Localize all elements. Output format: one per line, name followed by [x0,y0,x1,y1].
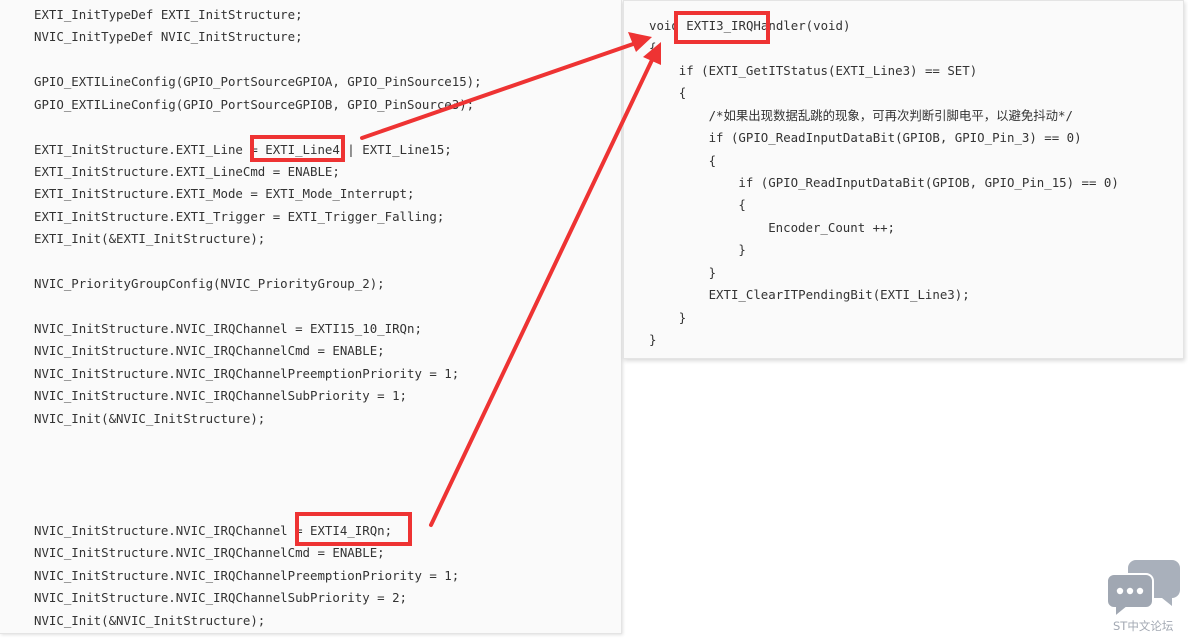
code-line: EXTI_Init(&EXTI_InitStructure); [34,231,266,247]
code-line: NVIC_InitStructure.NVIC_IRQChannel = EXT… [34,522,393,538]
code-line: if (GPIO_ReadInputDataBit(GPIOB, GPIO_Pi… [708,130,1082,146]
code-line: if (EXTI_GetITStatus(EXTI_Line3) == SET) [678,62,978,78]
chat-bubble-logo-icon [1106,556,1182,636]
code-line: Encoder_Count ++; [768,219,896,235]
code-line: /*如果出现数据乱跳的现象，可再次判断引脚电平，以避免抖动*/ [708,107,1073,123]
code-line: } [649,332,657,348]
code-line: NVIC_Init(&NVIC_InitStructure); [34,612,266,628]
code-line: GPIO_EXTILineConfig(GPIO_PortSourceGPIOB… [34,96,475,112]
code-line: GPIO_EXTILineConfig(GPIO_PortSourceGPIOA… [34,74,482,90]
code-line: { [649,40,657,56]
highlight-exti-line4 [250,135,345,162]
code-line: NVIC_InitStructure.NVIC_IRQChannelCmd = … [34,343,385,359]
code-line: NVIC_InitTypeDef NVIC_InitStructure; [34,29,303,45]
code-line: if (GPIO_ReadInputDataBit(GPIOB, GPIO_Pi… [738,175,1119,190]
code-line: EXTI_InitStructure.EXTI_Mode = EXTI_Mode… [34,186,415,202]
highlight-exti3-irqhandler [674,11,770,44]
code-line: } [678,309,687,325]
code-line: { [678,85,687,101]
code-line: NVIC_InitStructure.NVIC_IRQChannelPreemp… [34,567,460,583]
code-line: NVIC_InitStructure.NVIC_IRQChannelCmd = … [34,545,385,561]
code-line: EXTI_ClearITPendingBit(EXTI_Line3); [708,287,970,303]
code-line: NVIC_InitStructure.NVIC_IRQChannelSubPri… [34,590,407,606]
code-line: } [708,264,717,280]
right-code-panel [623,0,1184,359]
code-line: EXTI_InitStructure.EXTI_LineCmd = ENABLE… [34,164,340,179]
code-line: { [708,152,717,168]
code-line: NVIC_PriorityGroupConfig(NVIC_PriorityGr… [34,276,385,292]
highlight-exti4-irqn [295,512,412,546]
code-line: EXTI_InitStructure.EXTI_Line = EXTI_Line… [34,141,452,157]
code-line: EXTI_InitStructure.EXTI_Trigger = EXTI_T… [34,208,445,224]
code-line: NVIC_InitStructure.NVIC_IRQChannelSubPri… [34,388,407,404]
code-line: EXTI_InitTypeDef EXTI_InitStructure; [34,7,303,22]
code-line: NVIC_Init(&NVIC_InitStructure); [34,410,266,426]
watermark-text: ST中文论坛 [1113,619,1174,633]
code-line: { [738,197,746,213]
code-line: } [738,242,746,258]
code-line: NVIC_InitStructure.NVIC_IRQChannelPreemp… [34,365,460,381]
code-line: NVIC_InitStructure.NVIC_IRQChannel = EXT… [34,321,422,337]
